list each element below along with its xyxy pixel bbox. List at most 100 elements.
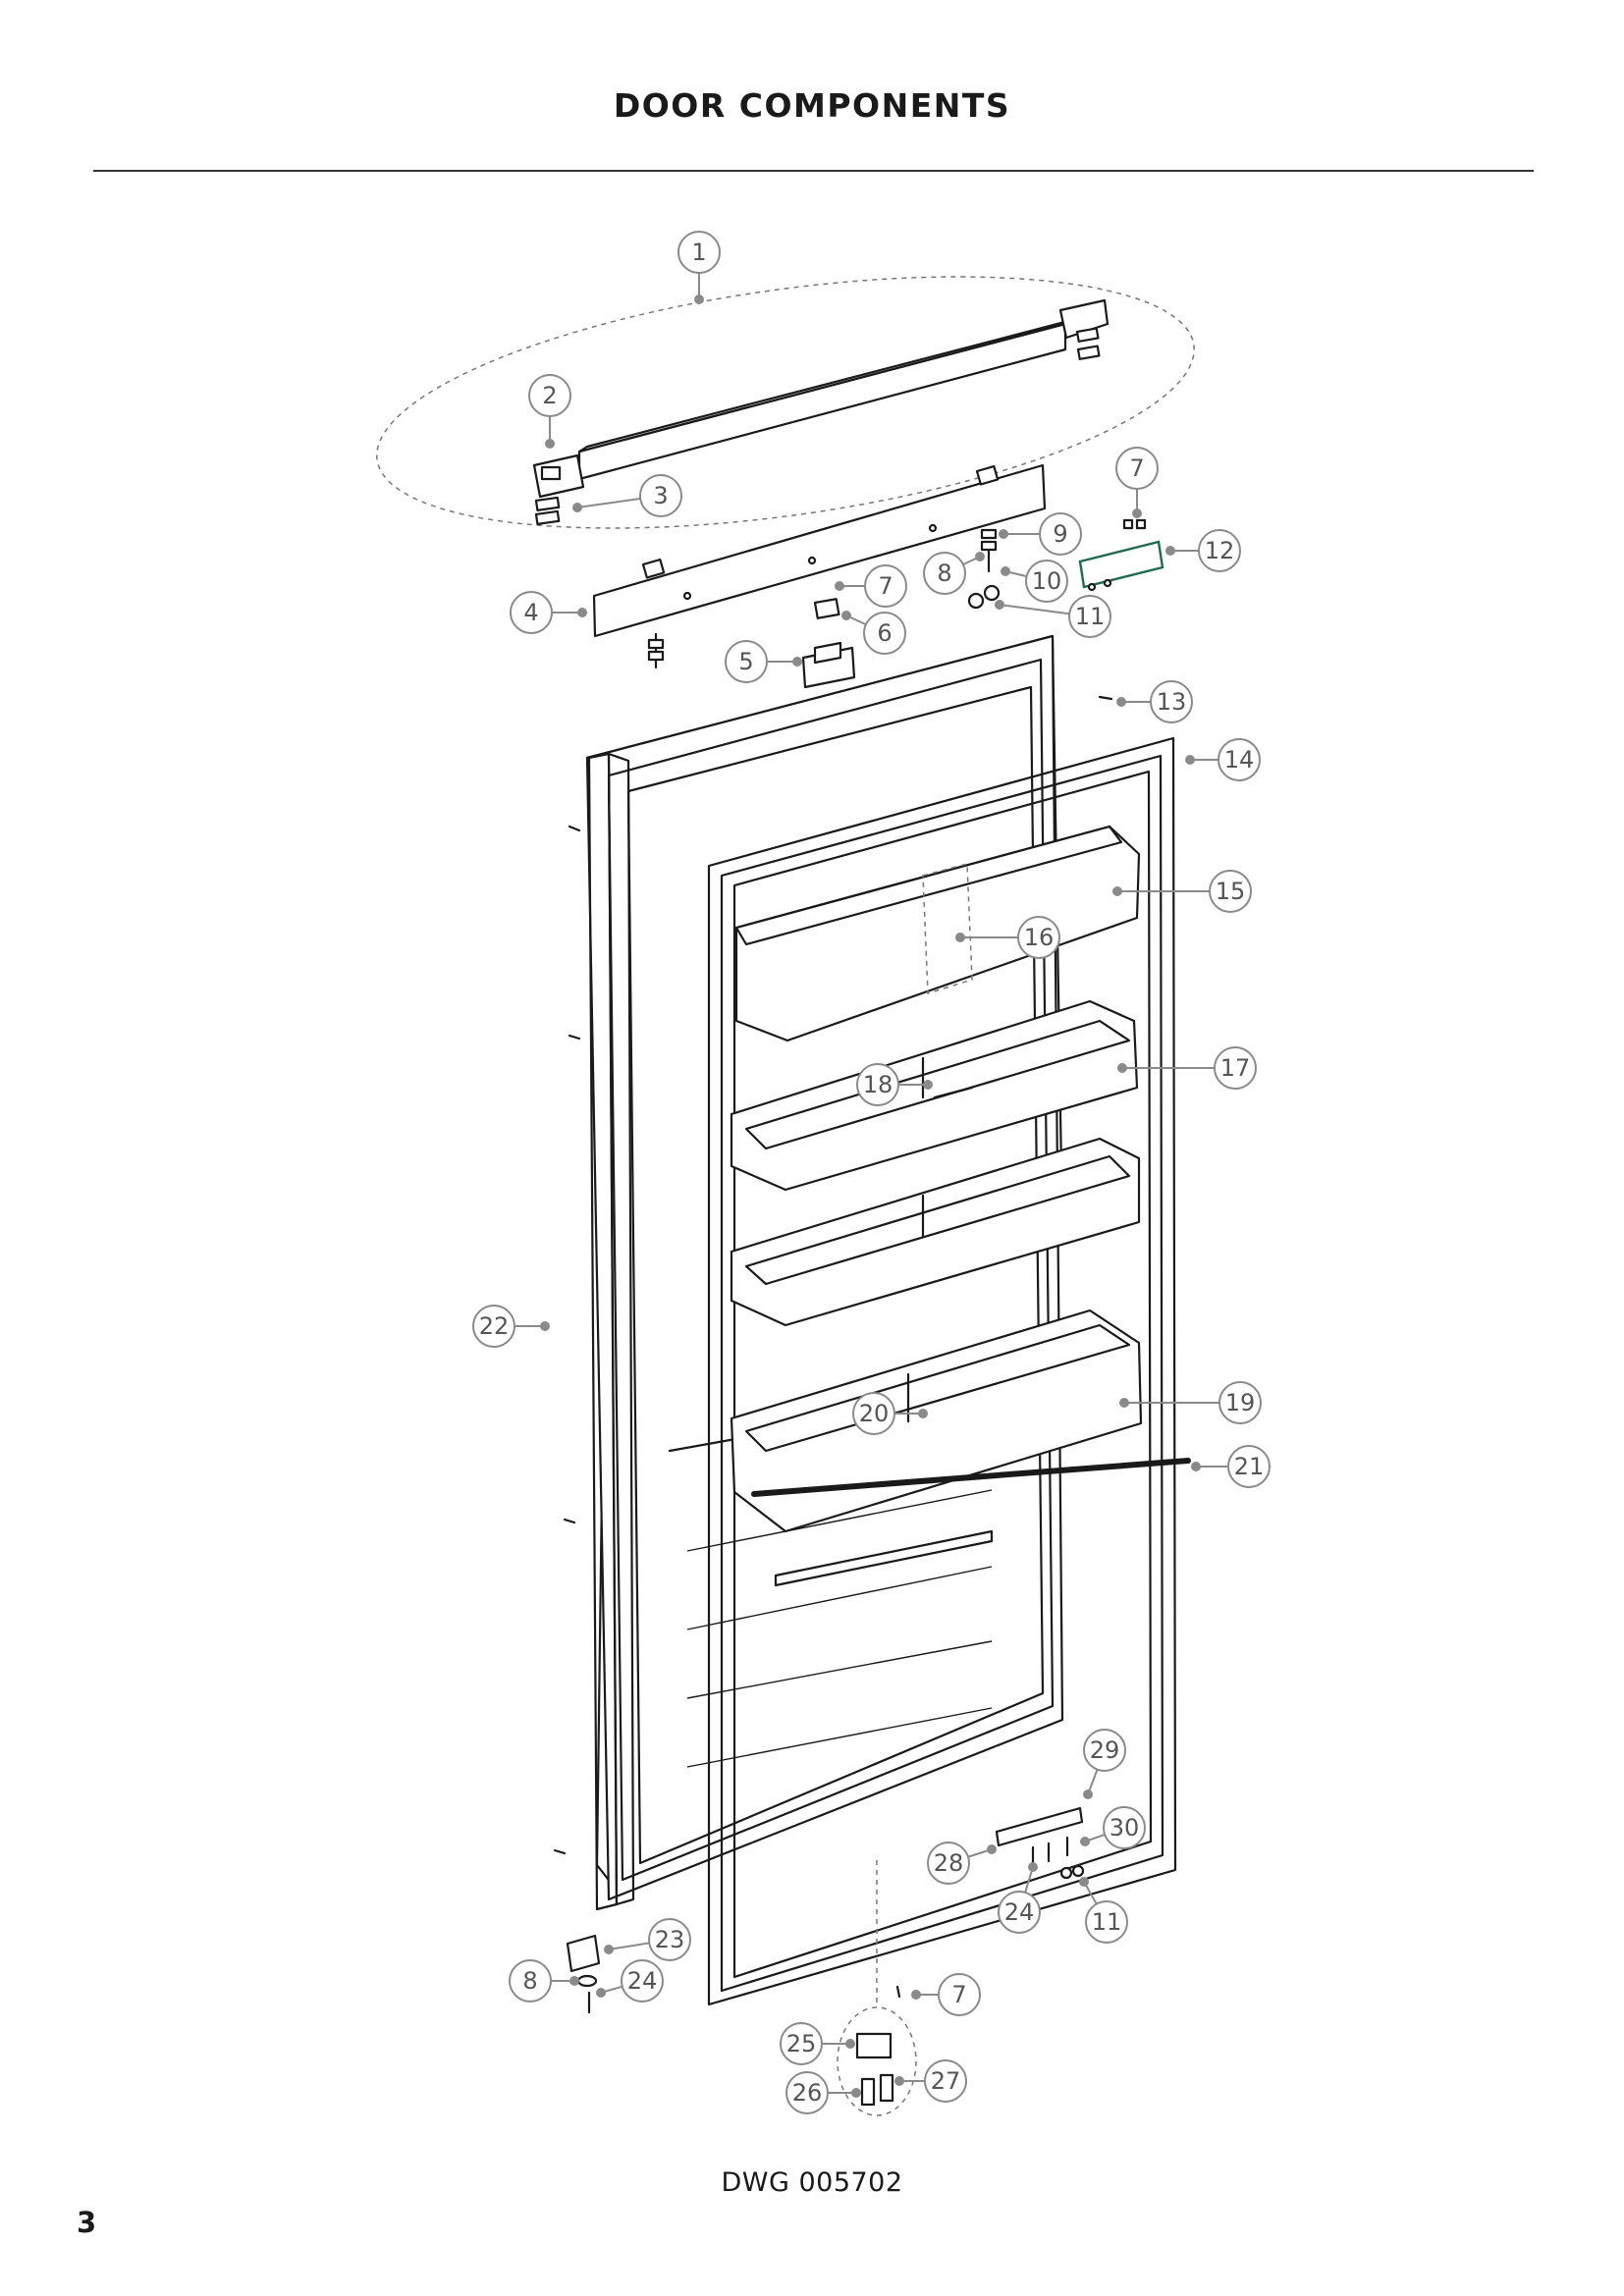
callout-30: 30 bbox=[1080, 1806, 1146, 1849]
callout-6: 6 bbox=[841, 611, 906, 655]
callout-label: 20 bbox=[859, 1400, 890, 1427]
callout-label: 1 bbox=[691, 239, 706, 266]
callout-13: 13 bbox=[1116, 680, 1193, 723]
callout-7b: 7 bbox=[1115, 447, 1159, 518]
drawing-number: DWG 005702 bbox=[721, 2167, 903, 2198]
callout-label: 3 bbox=[653, 482, 668, 509]
bracket-clip bbox=[801, 641, 856, 689]
callout-19: 19 bbox=[1119, 1381, 1262, 1424]
bottom-hinge bbox=[566, 1934, 601, 2014]
callout-label: 26 bbox=[792, 2079, 823, 2107]
callout-label: 16 bbox=[1024, 924, 1055, 951]
callout-3: 3 bbox=[572, 474, 682, 517]
callout-16: 16 bbox=[955, 916, 1060, 959]
outer-door-panel bbox=[553, 752, 635, 1911]
hinge-pins bbox=[967, 584, 1001, 610]
callout-label: 5 bbox=[738, 648, 753, 675]
callout-label: 24 bbox=[627, 1967, 658, 1995]
screw-stack bbox=[980, 528, 998, 573]
callout-24a: 24 bbox=[596, 1959, 664, 2002]
callout-label: 11 bbox=[1092, 1908, 1122, 1936]
callout-label: 30 bbox=[1110, 1814, 1140, 1842]
door-bin-15 bbox=[734, 825, 1141, 1042]
callout-20: 20 bbox=[852, 1392, 928, 1435]
group-1-outline bbox=[376, 276, 1195, 529]
small-screw-13 bbox=[1098, 695, 1113, 701]
callout-label: 2 bbox=[542, 382, 557, 409]
callout-10: 10 bbox=[1001, 560, 1068, 603]
small-block bbox=[813, 598, 840, 619]
label-plate bbox=[855, 2032, 893, 2059]
callout-4: 4 bbox=[510, 591, 587, 634]
top-trim-strip bbox=[577, 298, 1110, 481]
pad-left bbox=[534, 496, 561, 526]
callout-label: 25 bbox=[786, 2030, 817, 2057]
callout-24b: 24 bbox=[998, 1862, 1041, 1934]
callout-8a: 8 bbox=[923, 552, 985, 595]
callout-22: 22 bbox=[472, 1305, 550, 1348]
callout-label: 29 bbox=[1090, 1736, 1120, 1764]
callout-12: 12 bbox=[1165, 529, 1241, 572]
callout-label: 11 bbox=[1075, 603, 1106, 630]
callout-label: 7 bbox=[878, 572, 893, 600]
callout-label: 15 bbox=[1216, 878, 1246, 905]
page-number: 3 bbox=[77, 2206, 97, 2239]
callout-11b: 11 bbox=[1079, 1877, 1128, 1944]
callout-label: 10 bbox=[1032, 567, 1062, 595]
callout-label: 22 bbox=[479, 1312, 510, 1340]
page-title: DOOR COMPONENTS bbox=[613, 86, 1011, 125]
callout-27: 27 bbox=[894, 2059, 967, 2103]
callout-label: 27 bbox=[931, 2067, 961, 2095]
callout-15: 15 bbox=[1112, 870, 1252, 913]
callout-29: 29 bbox=[1083, 1729, 1126, 1799]
callout-label: 18 bbox=[863, 1071, 893, 1098]
callout-26: 26 bbox=[785, 2071, 861, 2114]
callout-11a: 11 bbox=[995, 595, 1111, 638]
callout-label: 28 bbox=[934, 1849, 964, 1877]
callout-28: 28 bbox=[927, 1842, 997, 1885]
bottom-rail bbox=[995, 1806, 1085, 1880]
callout-7a: 7 bbox=[835, 564, 907, 608]
callout-8b: 8 bbox=[509, 1959, 579, 2002]
callout-25: 25 bbox=[780, 2022, 855, 2065]
callout-label: 7 bbox=[1129, 454, 1144, 482]
callout-1: 1 bbox=[677, 231, 721, 304]
door-rod bbox=[751, 1458, 1191, 1497]
callout-label: 23 bbox=[655, 1926, 685, 1953]
callout-label: 14 bbox=[1224, 746, 1255, 774]
callout-14: 14 bbox=[1185, 738, 1261, 781]
callout-label: 9 bbox=[1053, 520, 1067, 548]
door-gasket bbox=[707, 736, 1177, 2006]
group-25-27-outline bbox=[837, 2006, 917, 2116]
end-cap-left bbox=[532, 454, 585, 499]
callout-label: 7 bbox=[951, 1981, 966, 2008]
header-rule bbox=[93, 170, 1534, 172]
callout-label: 19 bbox=[1225, 1389, 1256, 1416]
callout-2: 2 bbox=[528, 374, 571, 449]
clip-27 bbox=[879, 2073, 894, 2103]
hinge-plate bbox=[1078, 518, 1164, 592]
small-screw-7-bottom bbox=[895, 1985, 901, 1999]
callout-label: 13 bbox=[1157, 688, 1187, 716]
door-bin-middle bbox=[730, 1137, 1141, 1327]
callout-label: 24 bbox=[1004, 1898, 1035, 1926]
callout-18: 18 bbox=[856, 1063, 933, 1106]
callout-label: 8 bbox=[522, 1967, 537, 1995]
callout-label: 8 bbox=[937, 560, 951, 587]
callout-17: 17 bbox=[1117, 1046, 1257, 1090]
mounting-bracket bbox=[592, 463, 1047, 669]
callout-label: 6 bbox=[877, 619, 892, 647]
callout-23: 23 bbox=[604, 1918, 691, 1961]
callout-7c: 7 bbox=[911, 1973, 981, 2016]
callout-21: 21 bbox=[1191, 1445, 1271, 1488]
door-bin-19 bbox=[730, 1308, 1143, 1533]
door-bin-17 bbox=[730, 999, 1139, 1192]
callout-label: 12 bbox=[1205, 537, 1235, 564]
callout-label: 17 bbox=[1220, 1054, 1251, 1082]
callout-label: 4 bbox=[523, 599, 538, 626]
clip-26 bbox=[860, 2077, 876, 2107]
callout-label: 21 bbox=[1234, 1453, 1265, 1480]
callout-5: 5 bbox=[725, 640, 802, 683]
callout-9: 9 bbox=[999, 512, 1082, 556]
